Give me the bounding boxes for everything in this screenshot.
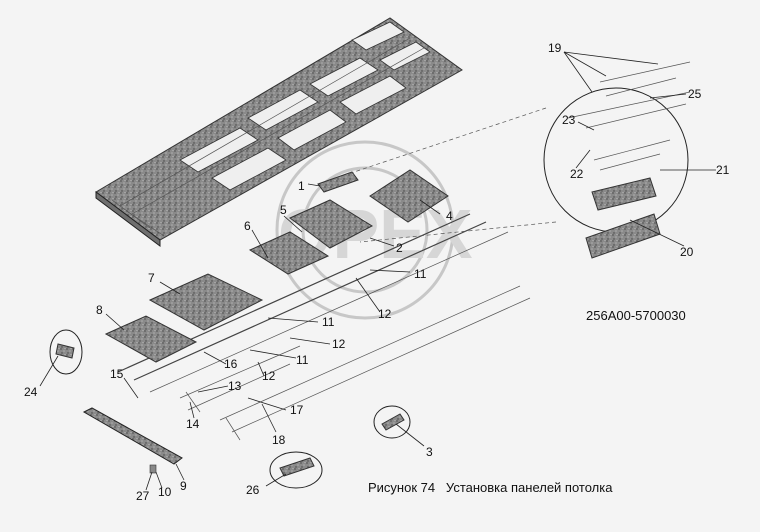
callout-14: 14: [186, 417, 200, 431]
callout-25: 25: [688, 87, 702, 101]
detail-circle-24: [49, 329, 83, 375]
roof-seams: [111, 37, 425, 237]
panel-5: [289, 199, 374, 249]
panel-20: [585, 213, 661, 259]
panel-6: [248, 231, 330, 275]
callout-20: 20: [680, 245, 694, 259]
callout-7: 7: [148, 271, 155, 285]
leader-lines: [39, 51, 716, 491]
panel-1: [317, 171, 359, 193]
detail-circle-26: [269, 451, 323, 489]
callout-23: 23: [562, 113, 576, 127]
callout-26: 26: [246, 483, 260, 497]
callout-9: 9: [180, 479, 187, 493]
drawing-code: 256A00-5700030: [586, 308, 686, 323]
panel-7: [148, 273, 264, 331]
detail-circle-main: [543, 87, 689, 233]
detail-circle-3: [373, 405, 411, 439]
callout-8: 8: [96, 303, 103, 317]
panel-21: [591, 177, 657, 211]
figure-caption: Рисунок 74 Установка панелей потолка: [368, 480, 613, 495]
callout-labels: 1 2 3 4 5 6 7 8 9 10 11 11 11 12 12 12 1…: [24, 41, 730, 503]
callout-3: 3: [426, 445, 433, 459]
callout-21: 21: [716, 163, 730, 177]
callout-1: 1: [298, 179, 305, 193]
callout-2: 2: [396, 241, 403, 255]
panel-4: [369, 169, 449, 223]
callout-15: 15: [110, 367, 124, 381]
ceiling-frame: [117, 213, 531, 441]
callout-18: 18: [272, 433, 286, 447]
callout-13: 13: [228, 379, 242, 393]
callout-10: 10: [158, 485, 172, 499]
callout-6: 6: [244, 219, 251, 233]
callout-5: 5: [280, 203, 287, 217]
callout-17: 17: [290, 403, 304, 417]
detail-views: [49, 61, 691, 489]
callout-11c: 11: [296, 353, 309, 367]
callout-12a: 12: [378, 307, 392, 321]
panel-9: [82, 407, 183, 465]
callout-27: 27: [136, 489, 150, 503]
callout-19: 19: [548, 41, 562, 55]
callout-22: 22: [570, 167, 584, 181]
ceiling-panels: [82, 169, 449, 465]
callout-12b: 12: [332, 337, 346, 351]
callout-11a: 11: [414, 267, 427, 281]
callout-4: 4: [446, 209, 453, 223]
callout-16: 16: [224, 357, 238, 371]
panel-8: [104, 315, 198, 363]
callout-24: 24: [24, 385, 38, 399]
roof-assembly: [95, 17, 463, 247]
callout-11b: 11: [322, 315, 335, 329]
roof-windows: [179, 21, 431, 191]
callout-12c: 12: [262, 369, 276, 383]
